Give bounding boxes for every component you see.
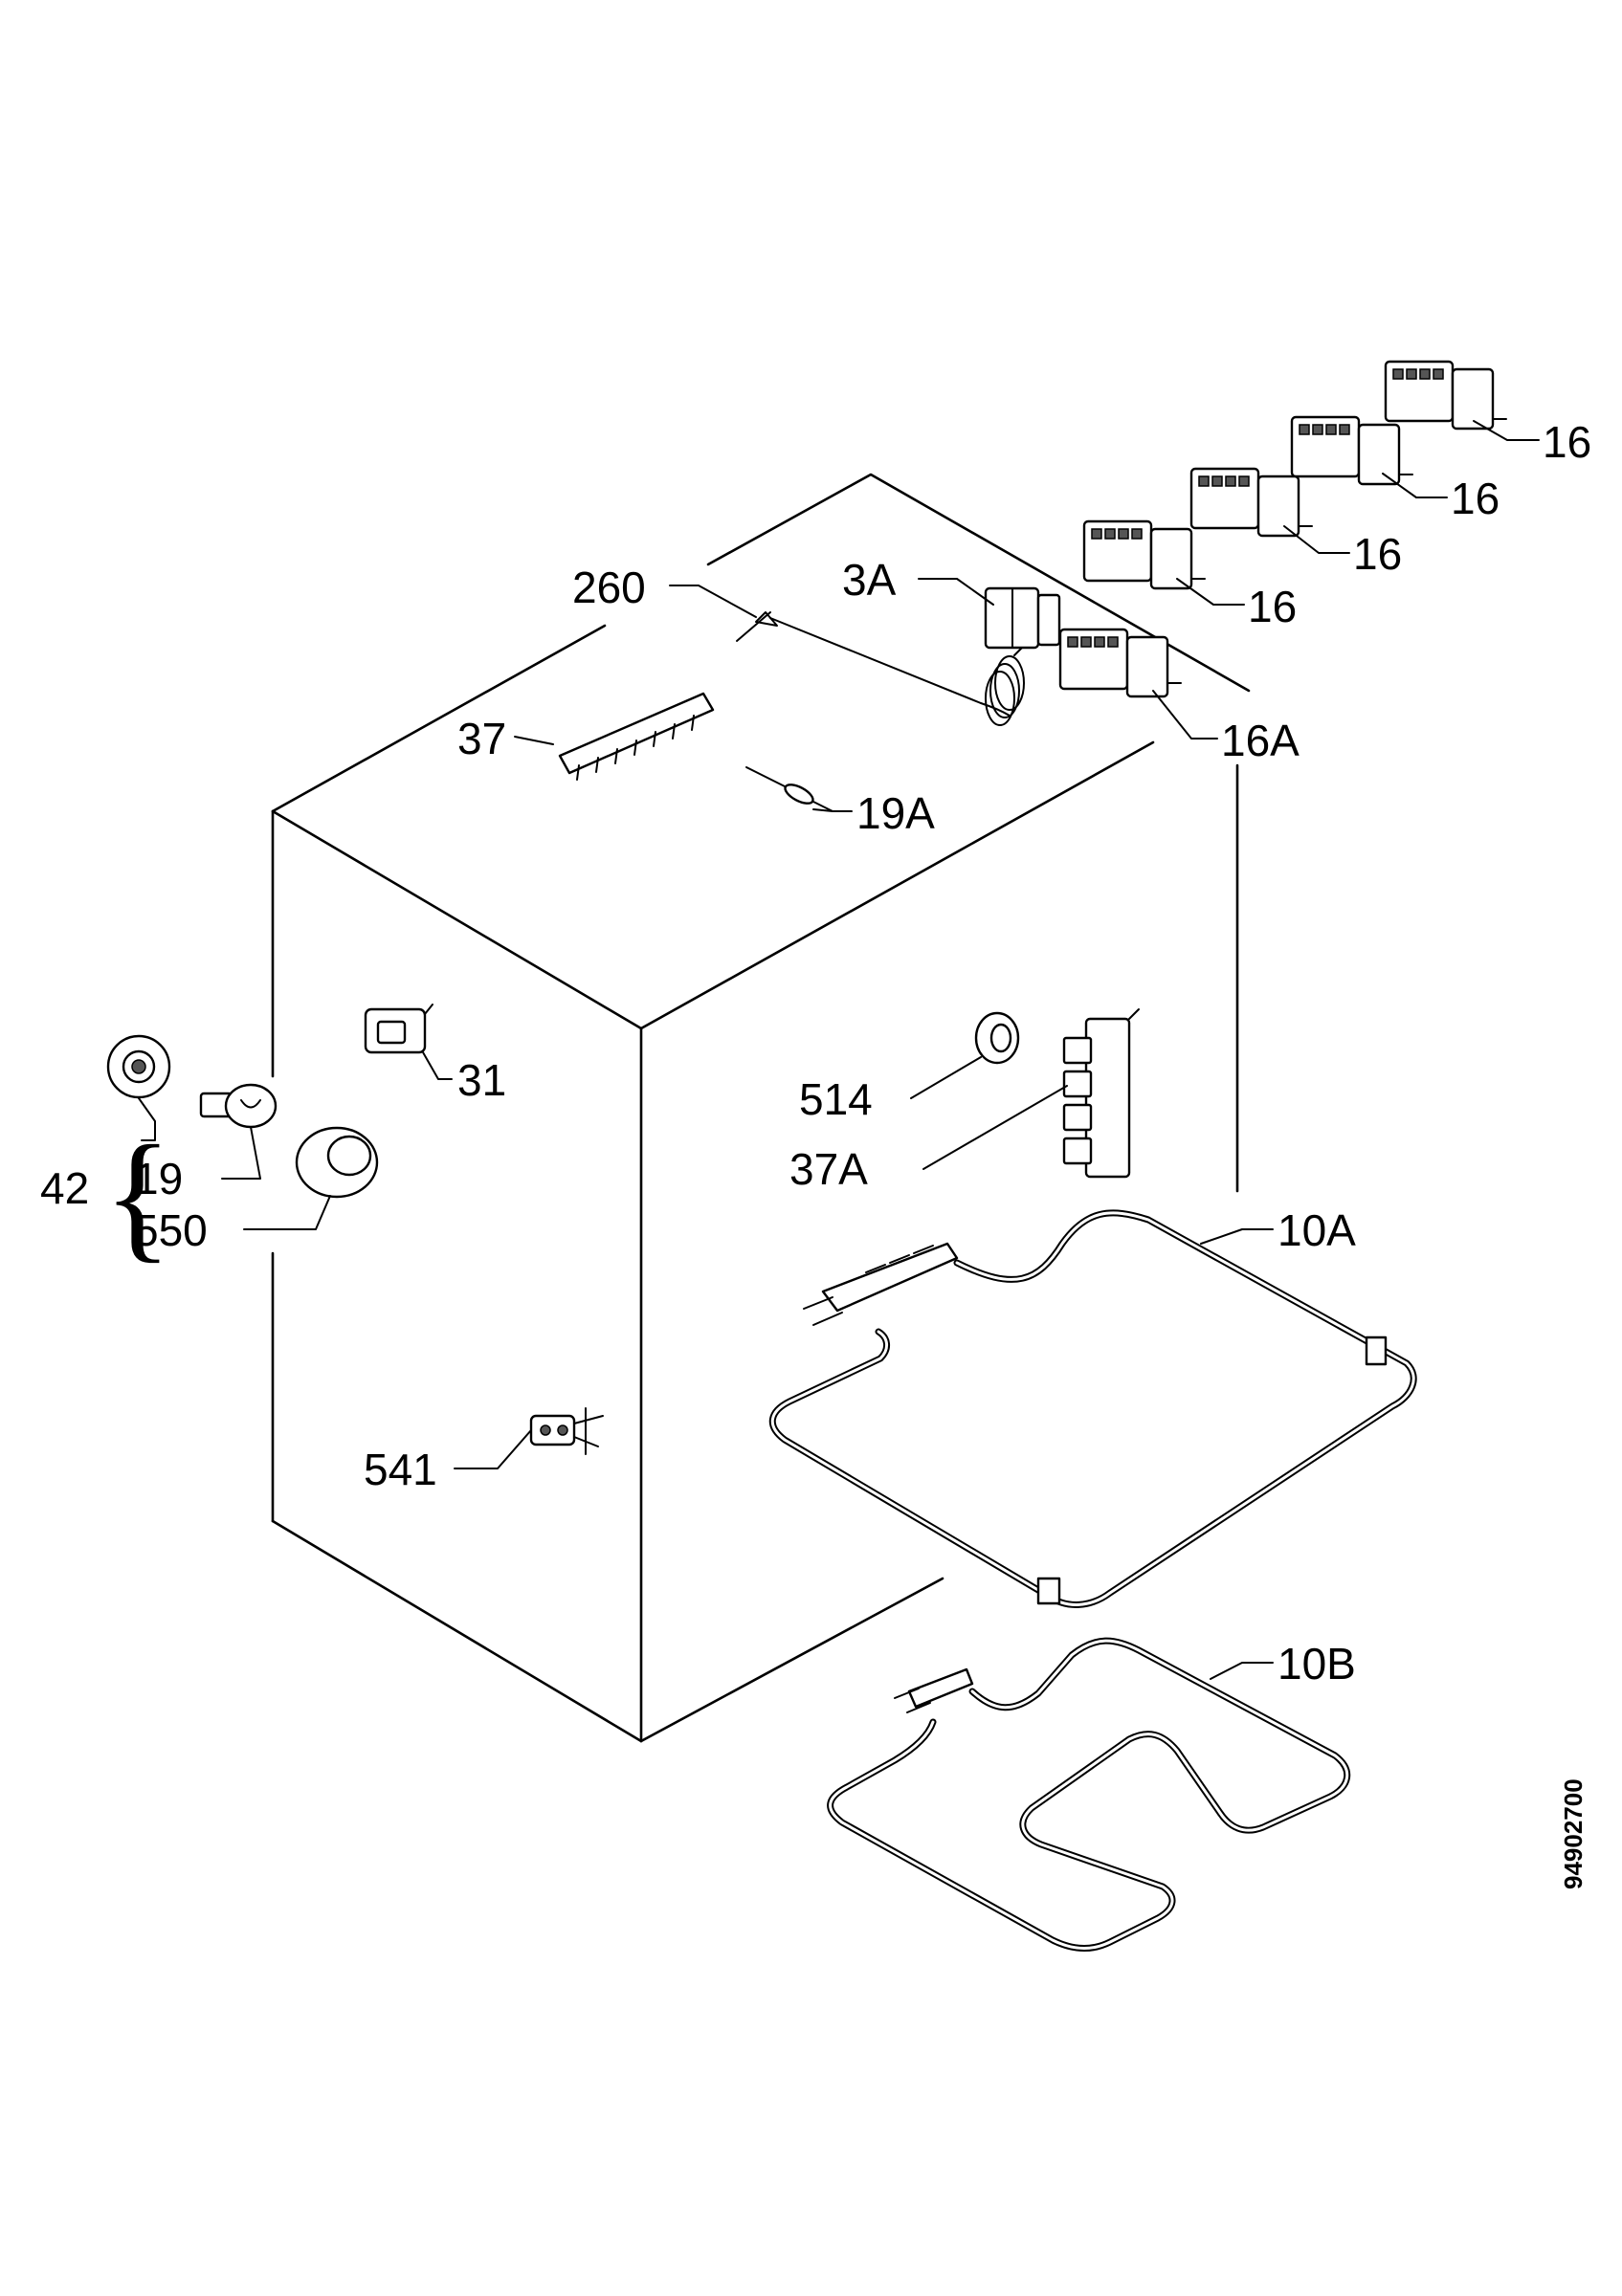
document-number: 94902700: [1559, 1778, 1588, 1889]
lamp-holder-31: [364, 1004, 433, 1054]
lamp-bulb-19: [199, 1083, 278, 1129]
switch-16-top: [1384, 360, 1507, 430]
part-labels: 16 16 16 16 16A 260 3A 37 19A 31 42 19 5…: [40, 417, 1591, 1689]
heating-element-10B: [827, 1637, 1351, 1953]
lamp-cover: [106, 1034, 171, 1099]
label-10B: 10B: [1278, 1639, 1356, 1689]
label-16: 16: [1353, 529, 1402, 579]
label-16: 16: [1248, 582, 1297, 631]
label-31: 31: [457, 1055, 506, 1105]
label-16A: 16A: [1221, 716, 1300, 765]
switch-16-second: [1290, 415, 1413, 486]
thermal-fuse-19A: [745, 766, 833, 812]
switch-16-third: [1189, 467, 1313, 538]
label-514: 514: [799, 1074, 873, 1124]
label-16: 16: [1451, 474, 1500, 523]
terminal-block-37: [558, 692, 715, 781]
label-10A: 10A: [1278, 1205, 1356, 1255]
thermostat-3A: [984, 586, 1061, 650]
connector-541: [529, 1407, 604, 1455]
label-260: 260: [572, 563, 646, 612]
switch-16A: [1058, 628, 1182, 698]
label-19: 19: [134, 1154, 183, 1203]
label-42: 42: [40, 1163, 89, 1213]
grommet-514: [974, 1011, 1020, 1065]
oven-cabinet: [271, 473, 1251, 1743]
capillary-probe-260: [736, 611, 1025, 726]
group-brace: {: [103, 1116, 172, 1275]
label-16: 16: [1543, 417, 1591, 467]
label-541: 541: [364, 1445, 437, 1494]
switch-16-fourth: [1082, 519, 1206, 590]
label-37: 37: [457, 714, 506, 763]
heating-element-10A: [769, 1209, 1417, 1608]
terminal-block-37A: [1062, 1008, 1140, 1179]
label-3A: 3A: [842, 555, 897, 605]
lamp-glass-550: [295, 1126, 379, 1199]
leader-lines: [138, 420, 1540, 1680]
label-19A: 19A: [856, 788, 935, 838]
label-550: 550: [134, 1205, 208, 1255]
label-37A: 37A: [789, 1144, 868, 1194]
